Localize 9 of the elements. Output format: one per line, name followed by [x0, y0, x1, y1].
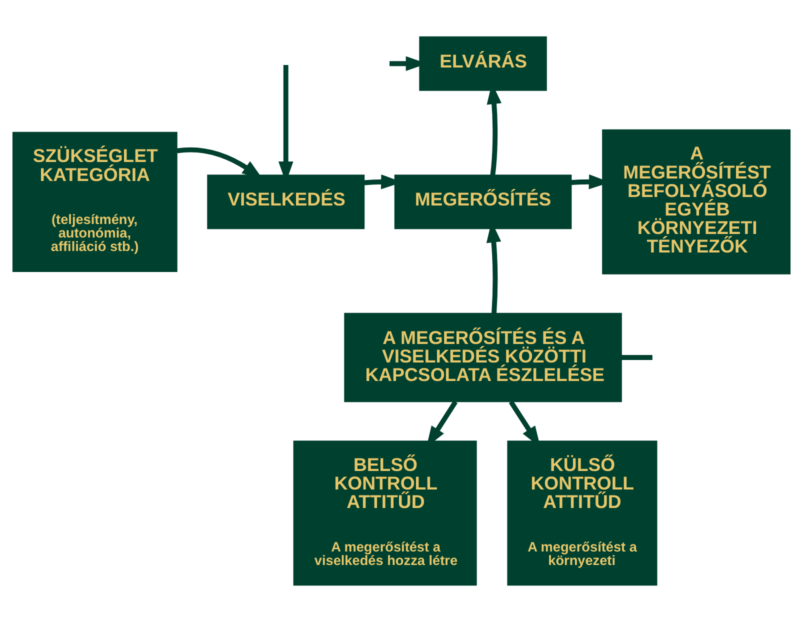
node-box: VISELKEDÉS: [207, 174, 365, 230]
node-box: SZÜKSÉGLET KATEGÓRIA (teljesítmény, autonómia, affiliáció stb.): [12, 132, 178, 272]
node-box: A MEGERŐSÍTÉST BEFOLYÁSOLÓ EGYÉB KÖRNYEZETI TÉNYEZŐK: [602, 129, 791, 274]
node-box: MEGERŐSÍTÉS: [394, 174, 572, 230]
node-box: A MEGERŐSÍTÉS ÉS A VISELKEDÉS KÖZÖTTI KAPCSOLATA ÉSZLELÉSE: [344, 312, 622, 402]
node-box: KÜLSŐ KONTROLL ATTITŰD A megerősítést a környezeti: [507, 440, 658, 586]
connector: [621, 355, 652, 360]
node-box: ELVÁRÁS: [419, 36, 547, 91]
node-box: BELSŐ KONTROLL ATTITŰD A megerősítést a viselkedés hozza létre: [293, 440, 477, 586]
